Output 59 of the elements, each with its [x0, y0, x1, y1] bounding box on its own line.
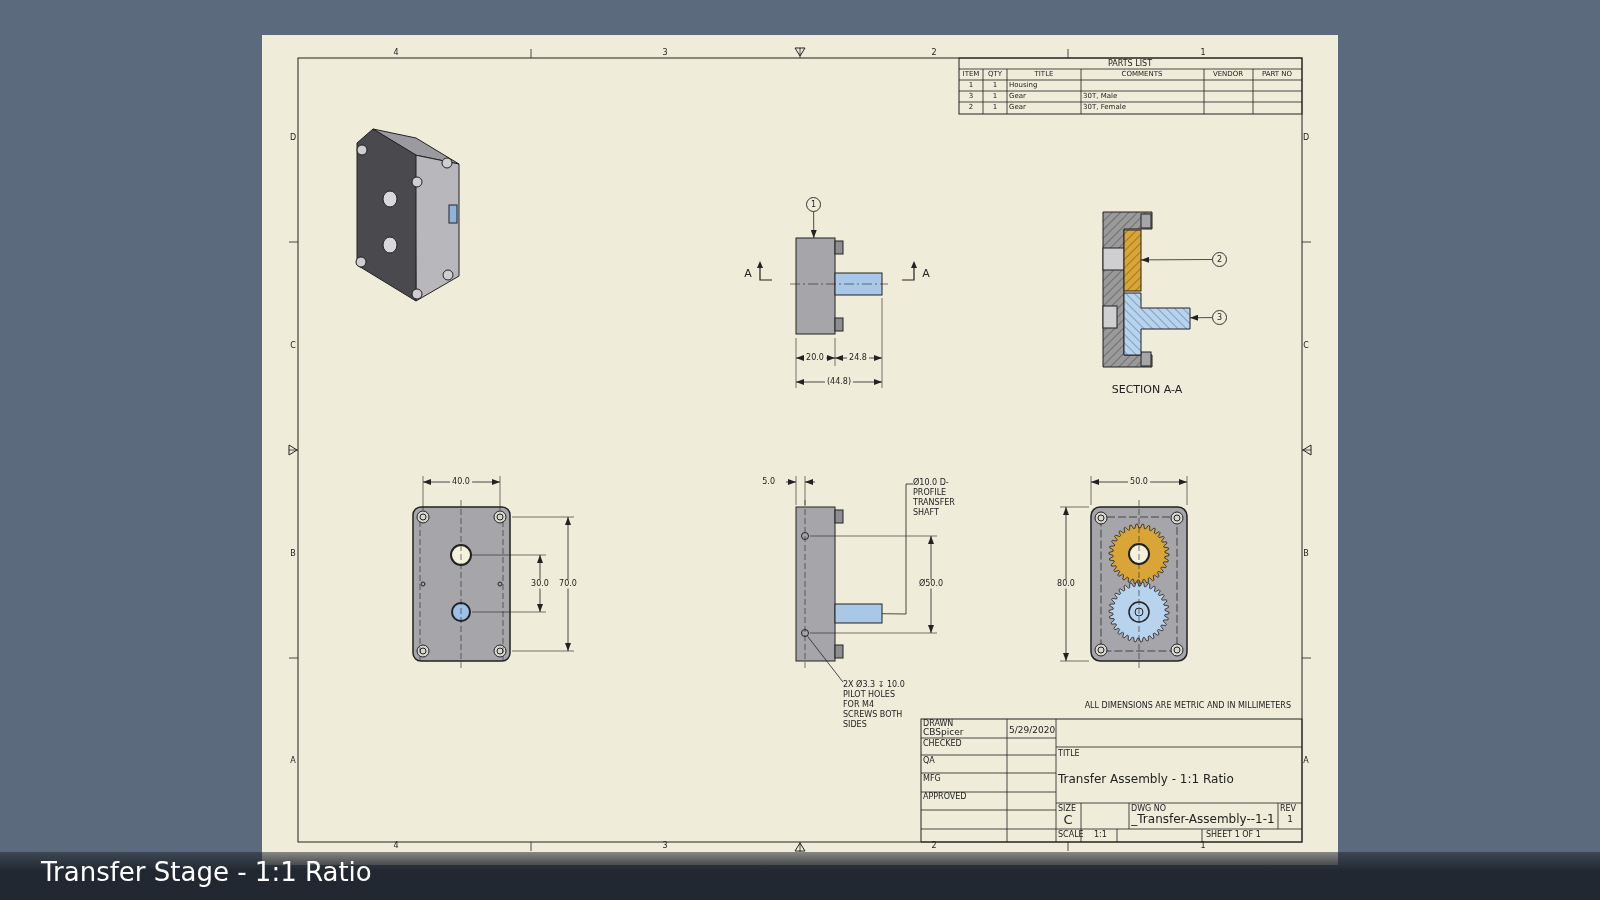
dimension-value: 5.0 — [760, 477, 777, 487]
view-caption: SECTION A-A — [1111, 383, 1183, 397]
zone-number: 2 — [931, 841, 937, 851]
dimension-value: 50.0 — [1128, 477, 1150, 487]
zone-number: 3 — [662, 48, 668, 58]
dimension-value: 70.0 — [557, 579, 579, 589]
dimension-value: 80.0 — [1055, 579, 1077, 589]
zone-letter: A — [290, 756, 296, 766]
shaft — [834, 603, 883, 624]
field-label: SIZE — [1058, 804, 1076, 814]
zone-number: 1 — [1200, 841, 1206, 851]
field-label: CHECKED — [923, 739, 962, 749]
field-label: TITLE — [1058, 749, 1080, 759]
field-label: APPROVED — [923, 792, 967, 802]
housing-side-view-drawing — [789, 237, 889, 335]
field-label: MFG — [923, 774, 941, 784]
drawing-title: Transfer Assembly - 1:1 Ratio — [1058, 773, 1234, 787]
section-letter: A — [744, 267, 752, 281]
field-value: _Transfer-Assembly--1-1 — [1131, 813, 1275, 827]
dimension-value: (44.8) — [824, 377, 854, 387]
zone-letter: B — [1303, 549, 1309, 559]
zone-number: 2 — [931, 48, 937, 58]
zone-letter: A — [1303, 756, 1309, 766]
parts-list-heading: PARTS LIST — [1107, 59, 1153, 69]
dimension-value: 40.0 — [450, 477, 472, 487]
zone-letter: D — [1302, 133, 1310, 143]
dimension-value: 30.0 — [529, 579, 551, 589]
leader-line — [807, 636, 844, 683]
note-text: Ø10.0 D-PROFILE TRANSFER SHAFT — [913, 478, 981, 518]
note-text: 2X Ø3.3 ↧ 10.0 PILOT HOLES FOR M4 SCREWS BOTH SIDES — [843, 680, 905, 730]
field-label: DWG NO — [1131, 804, 1167, 813]
field-value: 1 — [1287, 815, 1293, 825]
pilot-hole — [801, 629, 809, 637]
field-value: CBSpicer — [923, 728, 964, 738]
field-value: 1:1 — [1094, 830, 1107, 840]
field-value: SHEET 1 OF 1 — [1206, 830, 1261, 840]
zone-letter: D — [289, 133, 297, 143]
shaft-section — [1123, 292, 1191, 356]
zone-number: 3 — [662, 841, 668, 851]
zone-number: 1 — [1200, 48, 1206, 58]
dimension-value: 24.8 — [847, 353, 869, 363]
zone-letter: C — [290, 341, 296, 351]
gear-section — [1123, 229, 1142, 292]
dimension-value: 20.0 — [804, 353, 826, 363]
field-value: C — [1063, 812, 1073, 828]
zone-letter: B — [290, 549, 296, 559]
zone-number: 4 — [393, 48, 399, 58]
dimension-value: Ø50.0 — [916, 579, 946, 589]
field-label: REV — [1280, 804, 1297, 814]
leader-line — [881, 483, 914, 615]
zone-letter: C — [1303, 341, 1309, 351]
note-text: ALL DIMENSIONS ARE METRIC AND IN MILLIMETERS — [1084, 701, 1291, 711]
field-label: SCALE — [1058, 830, 1084, 840]
field-value: 5/29/2020 — [1009, 726, 1056, 736]
zone-number: 4 — [393, 841, 399, 851]
field-label: DRAWN — [923, 719, 954, 728]
section-letter: A — [922, 267, 930, 281]
field-label: QA — [923, 756, 935, 766]
caption: Transfer Stage - 1:1 Ratio — [41, 858, 372, 887]
